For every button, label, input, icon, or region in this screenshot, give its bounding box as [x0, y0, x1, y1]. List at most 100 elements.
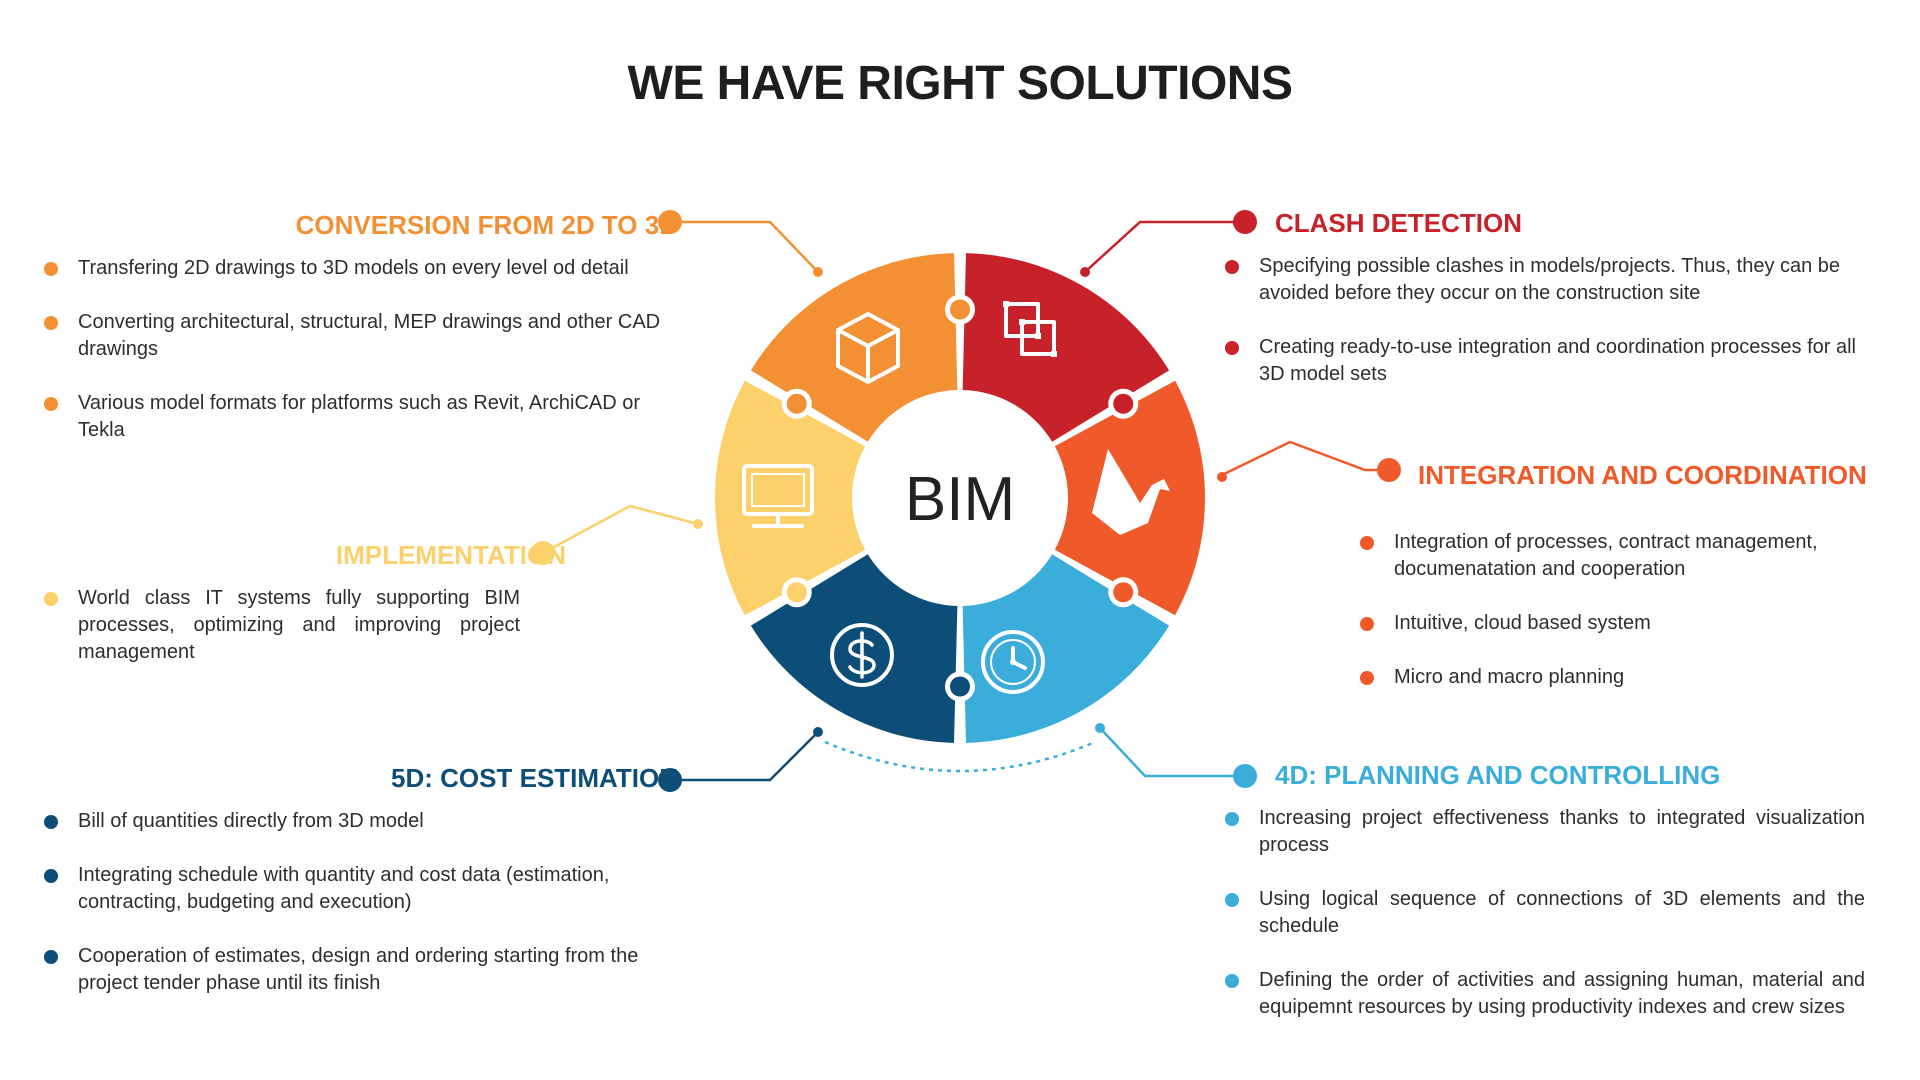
list-item-text: Increasing project effectiveness thanks … [1259, 807, 1865, 856]
connector-dot-cost [658, 768, 682, 792]
section-clash: CLASH DETECTION Specifying possible clas… [1225, 208, 1865, 415]
connector-end-conversion [813, 267, 823, 277]
section-title-planning: 4D: PLANNING AND CONTROLLING [1275, 760, 1721, 790]
connector-dot-planning [1233, 764, 1257, 788]
connector-end-planning [1095, 723, 1105, 733]
list-item: Intuitive, cloud based system [1360, 610, 1860, 637]
list-item-text: World class IT systems fully supporting … [78, 587, 520, 663]
list-item-text: Micro and macro planning [1394, 666, 1625, 688]
connector-dot-conversion [658, 210, 682, 234]
list-conversion: Transfering 2D drawings to 3D models on … [44, 255, 664, 444]
bullet-dot-icon [44, 262, 58, 276]
clock-icon [981, 630, 1045, 694]
bullet-dot-icon [1360, 536, 1374, 550]
section-title-cost: 5D: COST ESTIMATION [391, 763, 678, 793]
connector-end-clash [1080, 267, 1090, 277]
overlapping-squares-icon [1003, 301, 1057, 357]
monitor-icon [742, 464, 814, 528]
bullet-dot-icon [44, 950, 58, 964]
connector-lines [531, 210, 1401, 792]
bullet-dot-icon [44, 815, 58, 829]
connector-end-implementation [693, 519, 703, 529]
bullet-dot-icon [44, 592, 58, 606]
origami-crane-icon [1092, 449, 1170, 535]
section-title-clash: CLASH DETECTION [1275, 208, 1522, 238]
list-item-text: Bill of quantities directly from 3D mode… [78, 810, 424, 832]
list-integration: Integration of processes, contract manag… [1360, 529, 1860, 691]
connector-end-integration [1217, 472, 1227, 482]
list-item: Converting architectural, structural, ME… [44, 309, 664, 363]
segment-icons [742, 301, 1170, 694]
connector-dot-integration [1377, 458, 1401, 482]
connector-implementation [542, 504, 699, 555]
list-cost: Bill of quantities directly from 3D mode… [44, 808, 664, 997]
connector-end-cost [813, 727, 823, 737]
list-item-text: Specifying possible clashes in models/pr… [1259, 255, 1841, 304]
list-item-text: Integration of processes, contract manag… [1394, 531, 1818, 580]
list-item-text: Transfering 2D drawings to 3D models on … [78, 257, 629, 279]
connector-dot-clash [1233, 210, 1257, 234]
list-item-text: Converting architectural, structural, ME… [78, 311, 661, 360]
list-item: Increasing project effectiveness thanks … [1225, 805, 1865, 859]
center-bim-label: BIM [905, 465, 1015, 534]
list-item: Transfering 2D drawings to 3D models on … [44, 255, 664, 282]
list-item: Specifying possible clashes in models/pr… [1225, 253, 1865, 307]
segment-implementation [715, 380, 866, 616]
puzzle-tab-knob [1113, 582, 1134, 603]
puzzle-tab-knob [786, 393, 807, 414]
dollar-icon [830, 623, 894, 687]
section-title-integration: INTEGRATION AND COORDINATION [1418, 460, 1867, 490]
center-circle [856, 394, 1064, 602]
dashed-arc [824, 740, 1096, 773]
list-item: World class IT systems fully supporting … [44, 585, 520, 666]
list-implementation: World class IT systems fully supporting … [44, 585, 520, 666]
list-item-text: Intuitive, cloud based system [1394, 612, 1651, 634]
section-title-implementation: IMPLEMENTATION [335, 540, 566, 570]
list-item: Using logical sequence of connections of… [1225, 886, 1865, 940]
list-item: Bill of quantities directly from 3D mode… [44, 808, 664, 835]
section-implementation: IMPLEMENTATION World class IT systems fu… [44, 540, 566, 693]
section-planning: 4D: PLANNING AND CONTROLLING Increasing … [1225, 760, 1865, 1048]
list-item: Micro and macro planning [1360, 664, 1860, 691]
bullet-dot-icon [1225, 974, 1239, 988]
list-item: Cooperation of estimates, design and ord… [44, 943, 664, 997]
bullet-dot-icon [1225, 893, 1239, 907]
section-title-conversion: CONVERSION FROM 2D TO 3D [295, 210, 678, 240]
puzzle-tab-knob [950, 676, 970, 697]
bullet-dot-icon [1225, 812, 1239, 826]
list-item-text: Defining the order of activities and ass… [1259, 969, 1865, 1018]
crane-shape [1092, 449, 1170, 535]
page-title: WE HAVE RIGHT SOLUTIONS [627, 57, 1293, 110]
list-item-text: Using logical sequence of connections of… [1259, 888, 1865, 937]
connector-dot-implementation [531, 541, 555, 565]
bullet-dot-icon [1360, 671, 1374, 685]
list-item: Integration of processes, contract manag… [1360, 529, 1860, 583]
bullet-dot-icon [44, 397, 58, 411]
bullet-dot-icon [44, 316, 58, 330]
puzzle-tab-knob [1113, 393, 1134, 414]
connector-clash [1084, 220, 1245, 273]
list-item-text: Integrating schedule with quantity and c… [78, 864, 610, 913]
section-cost: 5D: COST ESTIMATION Bill of quantities d… [44, 763, 678, 1024]
bullet-dot-icon [44, 869, 58, 883]
section-integration: INTEGRATION AND COORDINATION Integration… [1360, 460, 1867, 718]
list-item: Creating ready-to-use integration and co… [1225, 334, 1865, 388]
list-clash: Specifying possible clashes in models/pr… [1225, 253, 1865, 388]
cube-icon [836, 312, 900, 384]
list-planning: Increasing project effectiveness thanks … [1225, 805, 1865, 1021]
section-conversion: CONVERSION FROM 2D TO 3D Transfering 2D … [44, 210, 678, 471]
list-item-text: Various model formats for platforms such… [78, 392, 641, 441]
puzzle-tab-knob [950, 299, 970, 320]
connector-conversion [670, 220, 819, 273]
list-item: Various model formats for platforms such… [44, 390, 664, 444]
list-item-text: Creating ready-to-use integration and co… [1259, 336, 1857, 385]
bullet-dot-icon [1225, 341, 1239, 355]
puzzle-tab-knob [786, 582, 807, 603]
list-item-text: Cooperation of estimates, design and ord… [78, 945, 639, 994]
connector-cost [670, 731, 819, 782]
list-item: Integrating schedule with quantity and c… [44, 862, 664, 916]
list-item: Defining the order of activities and ass… [1225, 967, 1865, 1021]
bullet-dot-icon [1360, 617, 1374, 631]
bullet-dot-icon [1225, 260, 1239, 274]
